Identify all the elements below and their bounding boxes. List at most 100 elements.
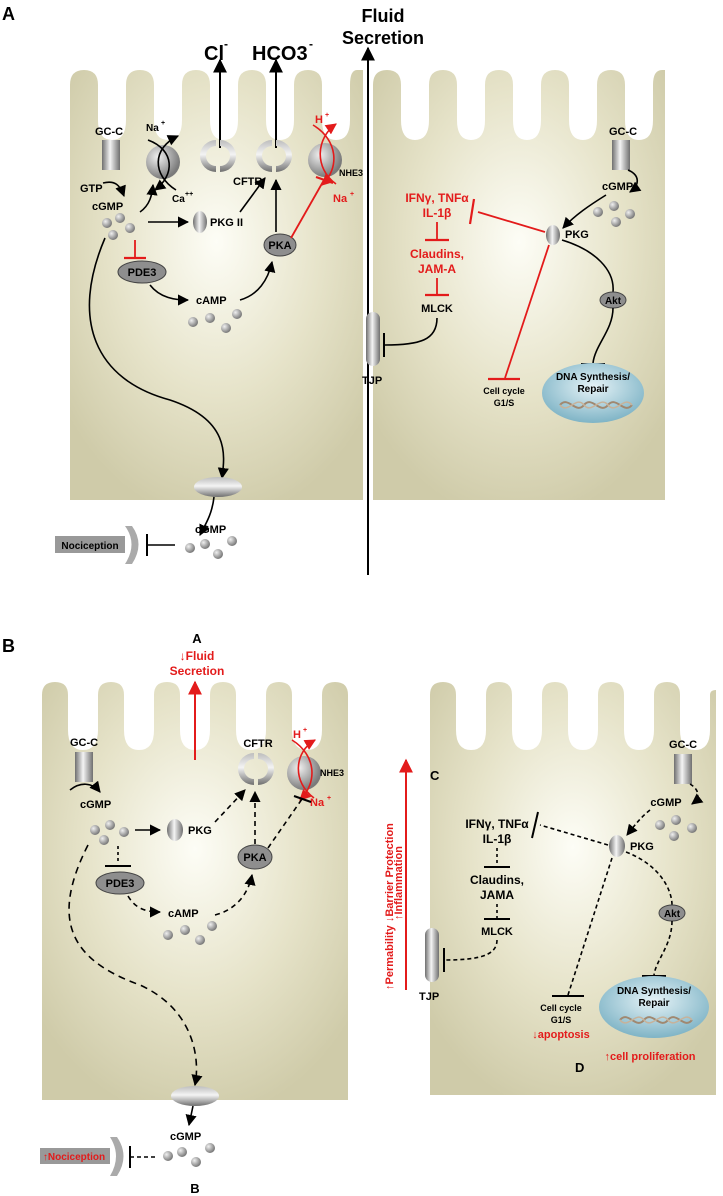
cgmp-bottom-label: cGMP — [195, 524, 226, 536]
pkg-label-a: PKG — [565, 229, 589, 241]
dna-label-b: DNA Synthesis/ — [617, 986, 691, 997]
proliferation-label-b: ↑cell proliferation — [604, 1051, 695, 1063]
cftr-label-b: CFTR — [243, 738, 272, 750]
tjp-label-b: TJP — [419, 991, 439, 1003]
nhe3-label-b: NHE3 — [320, 768, 344, 778]
repair-label-a: Repair — [577, 384, 608, 395]
na-top-plus: + — [161, 120, 165, 127]
cgmp-molecules-b-bottom — [163, 1143, 215, 1167]
hco3-label: HCO3 — [252, 43, 308, 65]
tjp-label-a: TJP — [362, 375, 382, 387]
tjp-protein-a — [366, 312, 380, 366]
gc-c-left-receptor-b — [75, 752, 93, 782]
pde3-protein-b — [95, 871, 145, 895]
hco3-minus: - — [309, 37, 313, 51]
cgmp-left-label: cGMP — [92, 201, 123, 213]
cgmp-molecules-a-left — [102, 213, 135, 240]
h-label-b: H — [293, 729, 301, 741]
nociception-label-b: ↑Nociception — [43, 1152, 105, 1163]
cl-label: Cl — [204, 43, 224, 65]
pkg-protein-b — [609, 835, 625, 857]
cgmp-transporter-b — [171, 1086, 219, 1106]
cftr-channel-2 — [256, 140, 292, 172]
pkg2-label: PKG II — [210, 217, 243, 229]
ca-label: Ca — [172, 194, 185, 205]
il1b-label-a: IL-1β — [423, 206, 452, 220]
pkg-protein-a — [546, 225, 560, 245]
gc-c-right-label-b: GC-C — [669, 739, 697, 751]
camp-molecules — [188, 309, 242, 333]
cgmp-right-label: cGMP — [602, 181, 633, 193]
pkg-label-b: PKG — [630, 841, 654, 853]
dna-label-a: DNA Synthesis/ — [556, 372, 630, 383]
cell-b-left — [42, 682, 348, 1100]
panel-a-letter: A — [2, 4, 15, 24]
apoptosis-label-b: ↓apoptosis — [532, 1029, 589, 1041]
na-ca-exchanger — [146, 145, 180, 179]
mlck-label-b: MLCK — [481, 926, 513, 938]
panel-b-letter: B — [2, 636, 15, 656]
pka-label-b: PKA — [243, 852, 266, 864]
cftr-channel-1 — [200, 140, 236, 172]
g1s-label-a: G1/S — [494, 398, 515, 408]
pka-protein — [263, 233, 297, 257]
label-c-b: C — [430, 768, 440, 783]
na-plus-b: + — [327, 795, 331, 802]
repair-label-b: Repair — [638, 998, 669, 1009]
cftr-label: CFTR — [233, 176, 262, 188]
na-red-label: Na — [333, 193, 348, 205]
jama-label-b: JAMA — [480, 888, 514, 902]
h-label: H — [315, 114, 323, 126]
jama-label-a: JAM-A — [418, 262, 456, 276]
gc-c-left-receptor — [102, 140, 120, 170]
na-label-b: Na — [310, 797, 325, 809]
panel-b: B A ↓Fluid Secretion CFTR H + NHE3 Na + … — [2, 631, 716, 1196]
cgmp-molecules-b-right — [655, 815, 697, 841]
cftr-channel-b — [238, 753, 274, 785]
na-top-label: Na — [146, 123, 159, 134]
cgmp-molecules-a-right — [593, 201, 635, 227]
cell-a-left — [70, 70, 363, 500]
nhe3-exchanger-b — [287, 756, 321, 790]
fluid-secretion-label-2: Secretion — [342, 28, 424, 48]
fluid-secretion-b-2: Secretion — [170, 664, 225, 678]
ifn-label-a: IFNγ, TNFα — [405, 191, 469, 205]
ca-plus: ++ — [185, 191, 193, 198]
ifn-label-b: IFNγ, TNFα — [465, 817, 529, 831]
nociception-label-a: Nociception — [61, 541, 118, 552]
gtp-label: GTP — [80, 183, 103, 195]
camp-molecules-b — [163, 921, 217, 945]
il1b-label-b: IL-1β — [483, 832, 512, 846]
claudins-label-a: Claudins, — [410, 247, 464, 261]
cgmp-transporter-a — [194, 477, 242, 497]
cgmp-molecules-b-left — [90, 820, 129, 845]
pkg2-protein — [193, 211, 207, 233]
pde3-protein — [117, 260, 167, 284]
tjp-protein-b — [425, 928, 439, 982]
label-d-b: D — [575, 1060, 584, 1075]
label-a-b: A — [192, 631, 202, 646]
pkg-left-label-b: PKG — [188, 825, 212, 837]
pka-label: PKA — [268, 240, 291, 252]
cgmp-bottom-label-b: cGMP — [170, 1131, 201, 1143]
pde3-label: PDE3 — [128, 267, 157, 279]
fluid-secretion-b-1: ↓Fluid — [180, 649, 215, 663]
gc-c-right-receptor — [612, 140, 630, 170]
side-text-b-2: ↑Inflammation — [393, 846, 405, 920]
pka-protein-b — [237, 844, 273, 870]
cellcycle-label-b: Cell cycle — [540, 1003, 582, 1013]
cgmp-left-label-b: cGMP — [80, 799, 111, 811]
akt-label-a: Akt — [605, 296, 622, 307]
camp-label-b: cAMP — [168, 908, 199, 920]
camp-label: cAMP — [196, 295, 227, 307]
cellcycle-label-a: Cell cycle — [483, 386, 525, 396]
pkg-left-protein-b — [167, 819, 183, 841]
mlck-label-a: MLCK — [421, 303, 453, 315]
gc-c-right-receptor-b — [674, 754, 692, 784]
gc-c-left-label-b: GC-C — [70, 737, 98, 749]
g1s-label-b: G1/S — [551, 1015, 572, 1025]
pde3-label-b: PDE3 — [106, 878, 135, 890]
h-plus-b: + — [303, 727, 307, 734]
cgmp-molecules-a-bottom — [185, 536, 237, 559]
